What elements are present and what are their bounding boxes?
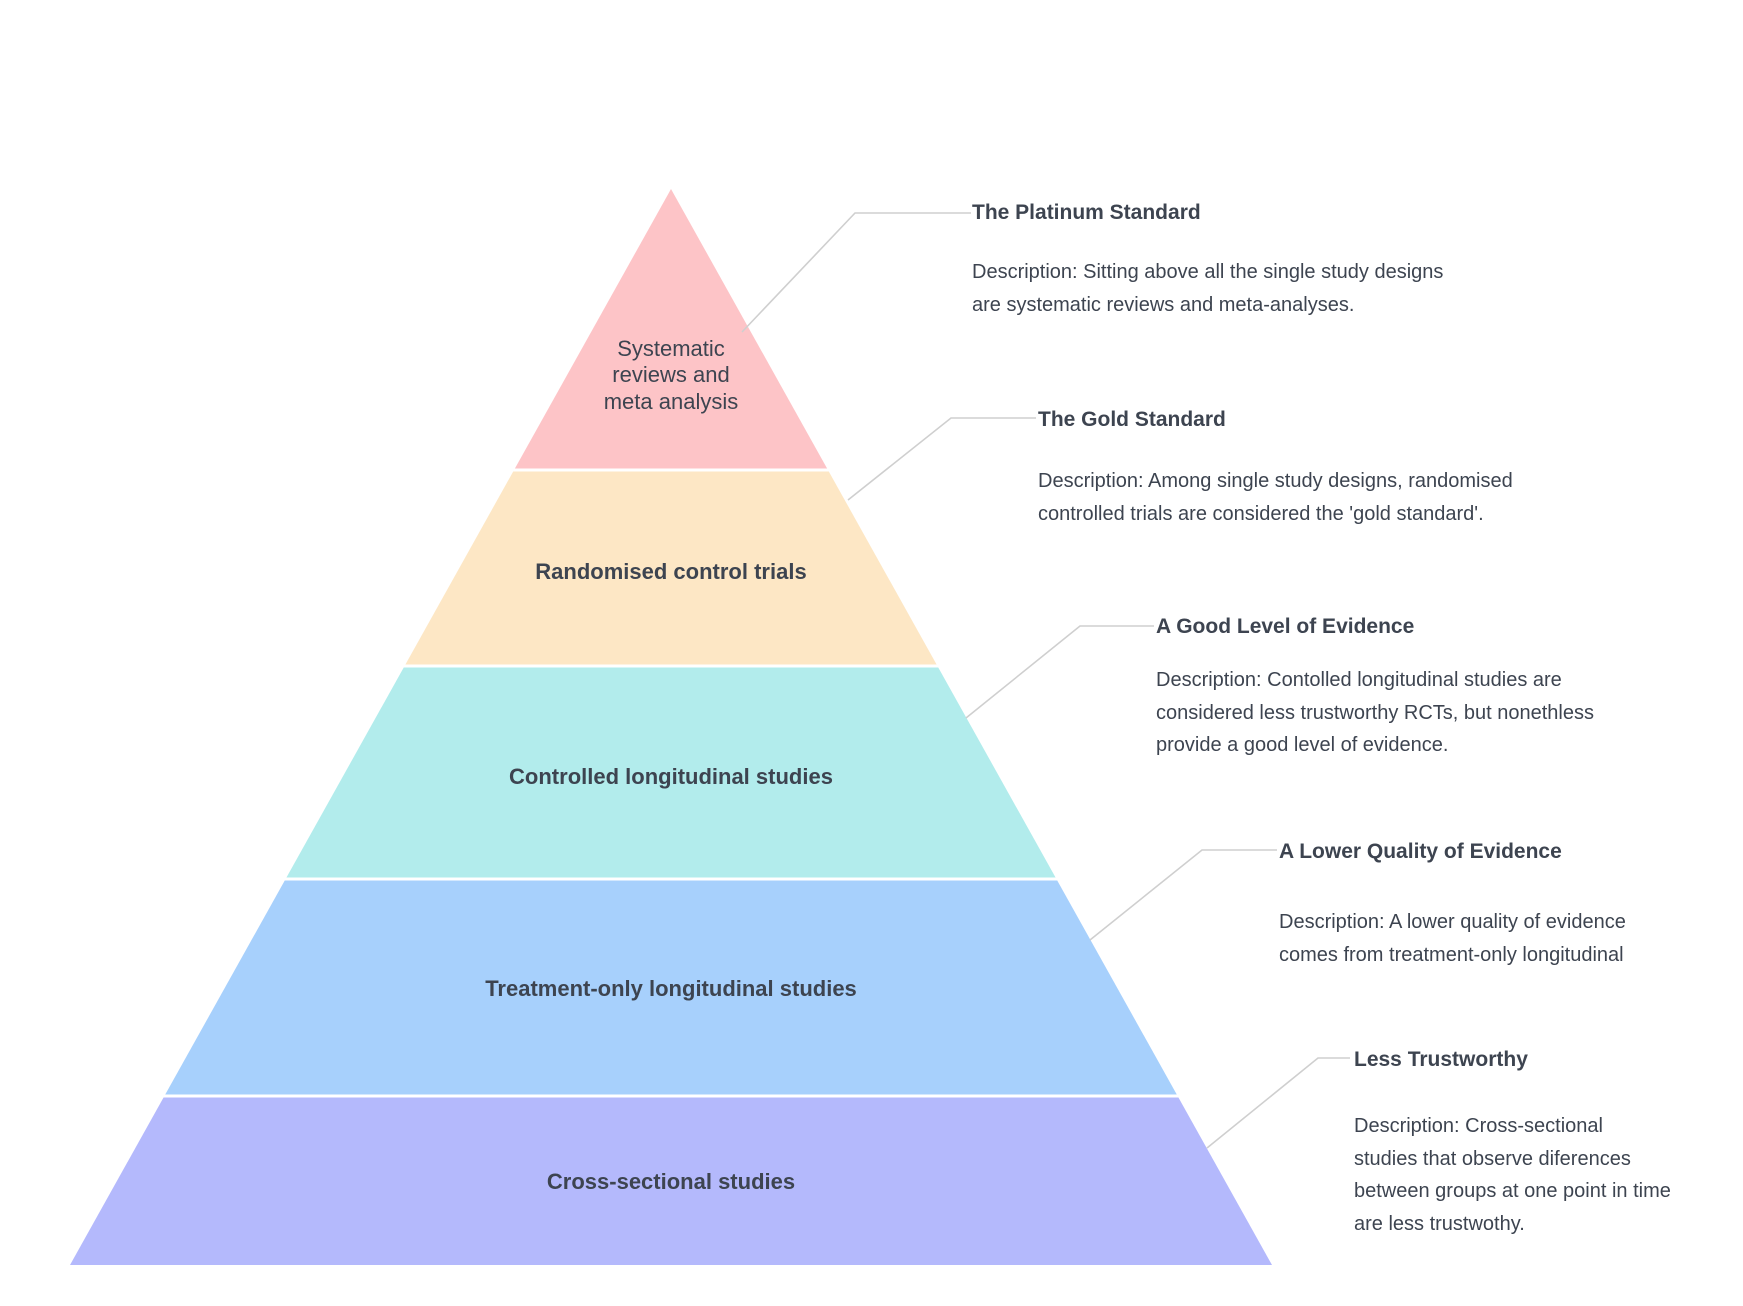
callout-title-lower-quality: A Lower Quality of Evidence xyxy=(1279,840,1562,863)
tier-label-systematic-reviews: meta analysis xyxy=(604,389,739,414)
description-line: Description: A lower quality of evidence xyxy=(1279,911,1626,933)
description-line: considered less trustworthy RCTs, but no… xyxy=(1156,701,1594,724)
tier-randomised-trials xyxy=(404,470,938,666)
callout-description-gold: Description: Among single study designs,… xyxy=(1038,465,1513,530)
connector-gold xyxy=(847,417,1036,501)
tier-label-randomised-trials: Randomised control trials xyxy=(535,559,806,584)
callout-title-platinum: The Platinum Standard xyxy=(972,201,1201,224)
pyramid-tiers xyxy=(70,189,1272,1265)
callout-description-lower-quality: Description: A lower quality of evidence… xyxy=(1279,906,1626,971)
callout-connectors xyxy=(741,212,1350,1149)
tier-systematic-reviews xyxy=(514,189,828,470)
tier-label-cross-sectional: Cross-sectional studies xyxy=(547,1169,795,1194)
description-line: are systematic reviews and meta-analyses… xyxy=(972,293,1355,316)
connector-good-evidence xyxy=(965,625,1154,719)
connector-platinum xyxy=(741,212,971,333)
connector-lower-quality xyxy=(1089,849,1277,941)
description-line: controlled trials are considered the 'go… xyxy=(1038,502,1484,525)
description-line: comes from treatment-only longitudinal xyxy=(1279,943,1624,966)
callout-description-less-trustworthy: Description: Cross-sectional studies that… xyxy=(1354,1110,1671,1240)
connector-less-trustworthy xyxy=(1206,1057,1350,1149)
tier-cross-sectional xyxy=(70,1096,1272,1265)
callout-description-good-evidence: Description: Contolled longitudinal stud… xyxy=(1156,664,1594,762)
callout-description-platinum: Description: Sitting above all the singl… xyxy=(972,256,1443,321)
description-line: provide a good level of evidence. xyxy=(1156,734,1449,756)
description-line: studies that observe diferences xyxy=(1354,1147,1631,1170)
description-line: Description: Among single study designs,… xyxy=(1038,470,1513,492)
description-line: Description: Cross-sectional xyxy=(1354,1115,1603,1137)
description-line: Description: Contolled longitudinal stud… xyxy=(1156,669,1562,691)
tier-label-treatment-only-longitudinal: Treatment-only longitudinal studies xyxy=(485,976,857,1001)
tier-label-controlled-longitudinal: Controlled longitudinal studies xyxy=(509,764,833,789)
tier-controlled-longitudinal xyxy=(285,666,1057,879)
description-line: Description: Sitting above all the singl… xyxy=(972,261,1444,283)
callout-title-good-evidence: A Good Level of Evidence xyxy=(1156,615,1415,638)
tier-label-systematic-reviews: reviews and xyxy=(612,362,729,387)
callout-title-gold: The Gold Standard xyxy=(1038,408,1226,431)
callout-title-less-trustworthy: Less Trustworthy xyxy=(1354,1048,1528,1071)
tier-treatment-only-longitudinal xyxy=(164,879,1178,1096)
tier-label-systematic-reviews: Systematic xyxy=(617,336,725,361)
description-line: between groups at one point in time xyxy=(1354,1180,1671,1202)
description-line: are less trustwothy. xyxy=(1354,1212,1525,1235)
